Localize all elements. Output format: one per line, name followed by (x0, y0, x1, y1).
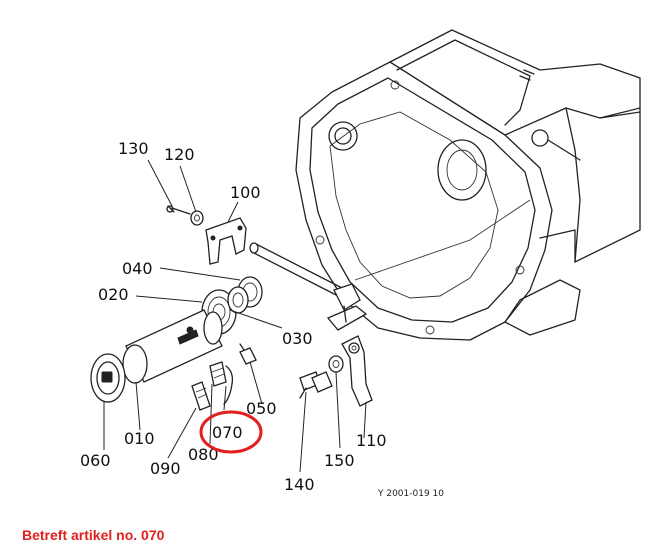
transmission-housing (295, 29, 641, 341)
label-040: 040 (122, 259, 153, 278)
shift-rod (249, 242, 368, 331)
pin-130 (166, 205, 191, 215)
label-100: 100 (230, 183, 261, 202)
label-010: 010 (124, 429, 155, 448)
label-130: 130 (118, 139, 149, 158)
washer-120 (190, 210, 204, 226)
shift-fork-100 (205, 217, 247, 265)
label-120: 120 (164, 145, 195, 164)
nut-150 (328, 355, 344, 373)
bolt-050 (239, 343, 257, 365)
bolt-080 (209, 361, 227, 387)
sleeve-010 (122, 309, 223, 384)
bolt-090 (191, 381, 211, 411)
label-080: 080 (188, 445, 219, 464)
lever-110 (341, 335, 373, 407)
label-050: 050 (246, 399, 277, 418)
spring-pin-070 (223, 365, 234, 405)
caption: Betreft artikel no. 070 (22, 527, 165, 543)
drawing-reference: Y 2001-019 10 (377, 489, 444, 499)
leader-lines (103, 159, 367, 473)
bolt-140 (299, 371, 333, 399)
label-060: 060 (80, 451, 111, 470)
end-disc-060 (90, 353, 126, 403)
label-090: 090 (150, 459, 181, 478)
exploded-parts-diagram: 130 120 100 040 020 030 050 070 060 010 … (80, 29, 641, 499)
label-020: 020 (98, 285, 129, 304)
part-labels: 130 120 100 040 020 030 050 070 060 010 … (80, 139, 387, 494)
label-150: 150 (324, 451, 355, 470)
label-070: 070 (212, 423, 243, 442)
label-030: 030 (282, 329, 313, 348)
label-110: 110 (356, 431, 387, 450)
label-140: 140 (284, 475, 315, 494)
highlight-ring-070 (199, 410, 263, 454)
